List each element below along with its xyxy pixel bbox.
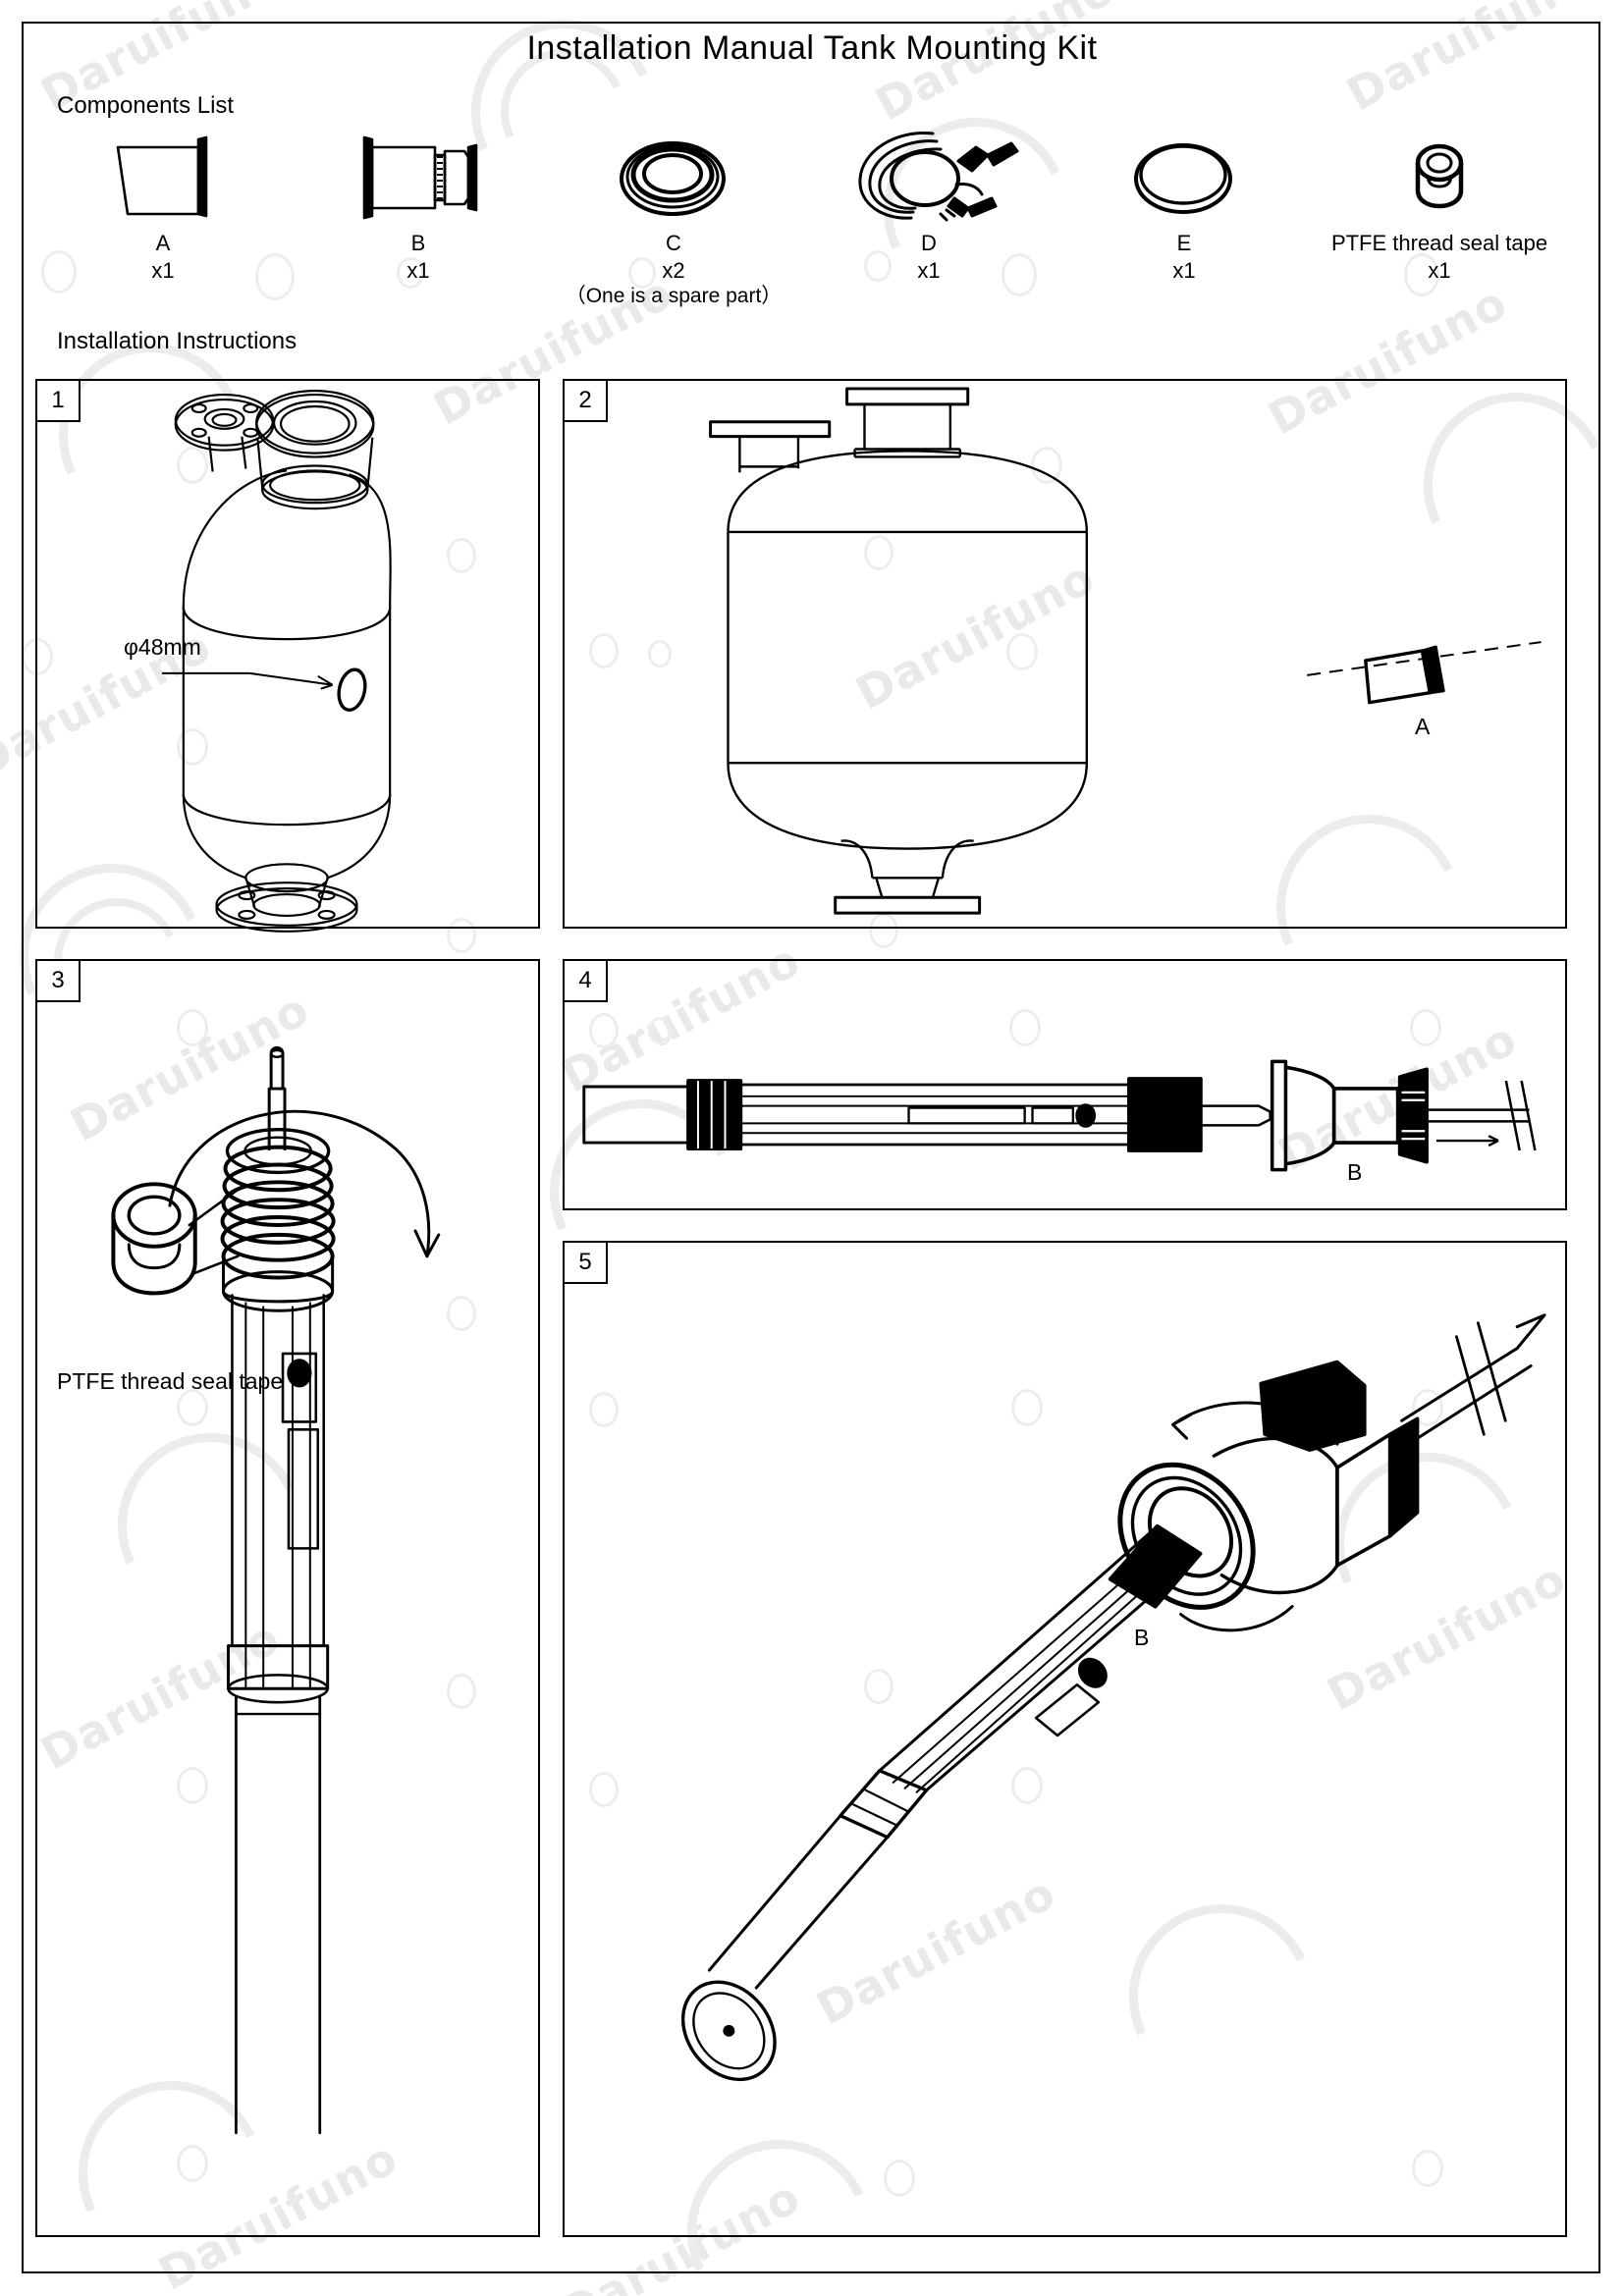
tank-isometric-with-port [162, 390, 392, 933]
instruction-panel-2: 2 [563, 379, 1567, 929]
ferrule-adapter-icon [35, 126, 291, 224]
component-qty: x1 [917, 257, 941, 283]
panel-number: 2 [563, 379, 608, 422]
component-label: B [410, 231, 426, 255]
sensor-probe-with-ptfe-tape [111, 1045, 441, 2135]
component-qty: x1 [406, 257, 430, 283]
panel-number: 1 [35, 379, 81, 422]
probe-tightened-into-part-b [680, 1313, 1546, 2082]
o-ring-icon [1056, 126, 1312, 224]
components-list: A x1 B x1 [35, 126, 1567, 312]
part-b-label: B [1134, 1625, 1150, 1650]
tank-adapter-icon [291, 126, 546, 224]
panel-number: 4 [563, 959, 608, 1002]
component-qty: x1 [151, 257, 175, 283]
page-title: Installation Manual Tank Mounting Kit [526, 29, 1098, 67]
component-label: C [666, 231, 681, 255]
component-label: A [155, 231, 171, 255]
tri-clamp-icon [801, 126, 1056, 224]
instruction-panel-3: 3 [35, 959, 540, 2237]
instruction-panel-5: 5 [563, 1241, 1567, 2237]
instruction-panel-1: 1 [35, 379, 540, 933]
part-b-label: B [1347, 1159, 1363, 1185]
component-item-c: C x2 （One is a spare part） [546, 126, 801, 312]
document-border [22, 22, 1600, 2273]
component-item-b: B x1 [291, 126, 546, 312]
panel-number: 5 [563, 1241, 608, 1284]
components-list-heading: Components List [57, 92, 235, 119]
part-a-label: A [1415, 714, 1431, 739]
installation-instructions-heading: Installation Instructions [57, 328, 298, 354]
component-qty: x1 [1172, 257, 1196, 283]
component-qty: x2 [662, 257, 685, 283]
component-label: D [921, 231, 937, 255]
component-qty: x1 [1428, 257, 1451, 283]
panel-number: 3 [35, 959, 81, 1002]
ptfe-tape-roll-icon [1312, 126, 1567, 224]
ptfe-tape-label: PTFE thread seal tape [57, 1368, 284, 1394]
tank-elevation-with-part-a [709, 387, 1542, 915]
probe-aligned-with-part-b [582, 1059, 1537, 1172]
component-label: E [1176, 231, 1192, 255]
component-item-e: E x1 [1056, 126, 1312, 312]
component-note: （One is a spare part） [565, 285, 783, 307]
component-item-d: D x1 [801, 126, 1056, 312]
component-item-ptfe: PTFE thread seal tape x1 [1312, 126, 1567, 312]
component-label: PTFE thread seal tape [1330, 231, 1548, 255]
instruction-panel-4: 4 [563, 959, 1567, 1210]
port-diameter-label: φ48mm [124, 634, 201, 660]
gasket-ring-icon [546, 126, 801, 224]
component-item-a: A x1 [35, 126, 291, 312]
